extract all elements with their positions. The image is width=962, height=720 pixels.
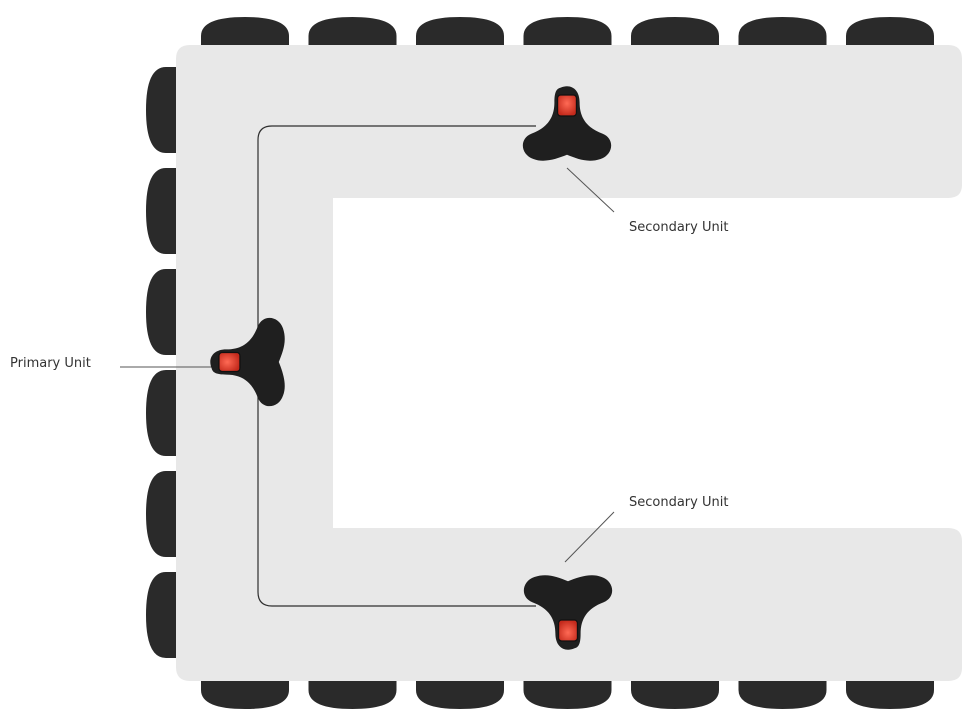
chair-top <box>199 14 291 47</box>
chairs-top-row <box>199 14 936 47</box>
chair-top <box>629 14 721 47</box>
chairs-bottom-row <box>199 679 936 712</box>
chairs-left-column <box>143 65 178 660</box>
chair-top <box>736 14 829 47</box>
chair-top <box>844 14 936 47</box>
chair-left <box>143 469 178 559</box>
primary-unit-label: Primary Unit <box>10 356 91 371</box>
chair-left <box>143 570 178 660</box>
chair-bottom <box>306 679 399 712</box>
secondary-unit-bottom-label: Secondary Unit <box>629 495 729 510</box>
chair-top <box>306 14 399 47</box>
secondary-unit-top-label: Secondary Unit <box>629 220 729 235</box>
chair-left <box>143 368 178 458</box>
chair-top <box>521 14 614 47</box>
primary-unit-button <box>218 351 241 373</box>
chair-top <box>414 14 506 47</box>
secondary-top-leader-line <box>566 167 615 213</box>
secondary-unit-top <box>522 86 612 161</box>
chair-bottom <box>521 679 614 712</box>
chair-bottom <box>736 679 829 712</box>
secondary-unit-bottom <box>523 575 613 650</box>
chair-left <box>143 166 178 256</box>
chair-left <box>143 65 178 155</box>
chair-bottom <box>844 679 936 712</box>
primary-unit <box>210 317 285 407</box>
chair-left <box>143 267 178 357</box>
secondary-unit-top-button <box>556 94 578 117</box>
chair-bottom <box>199 679 291 712</box>
chair-bottom <box>629 679 721 712</box>
chair-bottom <box>414 679 506 712</box>
secondary-unit-bottom-button <box>557 619 579 642</box>
secondary-bottom-leader-line <box>564 511 615 563</box>
u-shaped-table <box>176 45 962 681</box>
